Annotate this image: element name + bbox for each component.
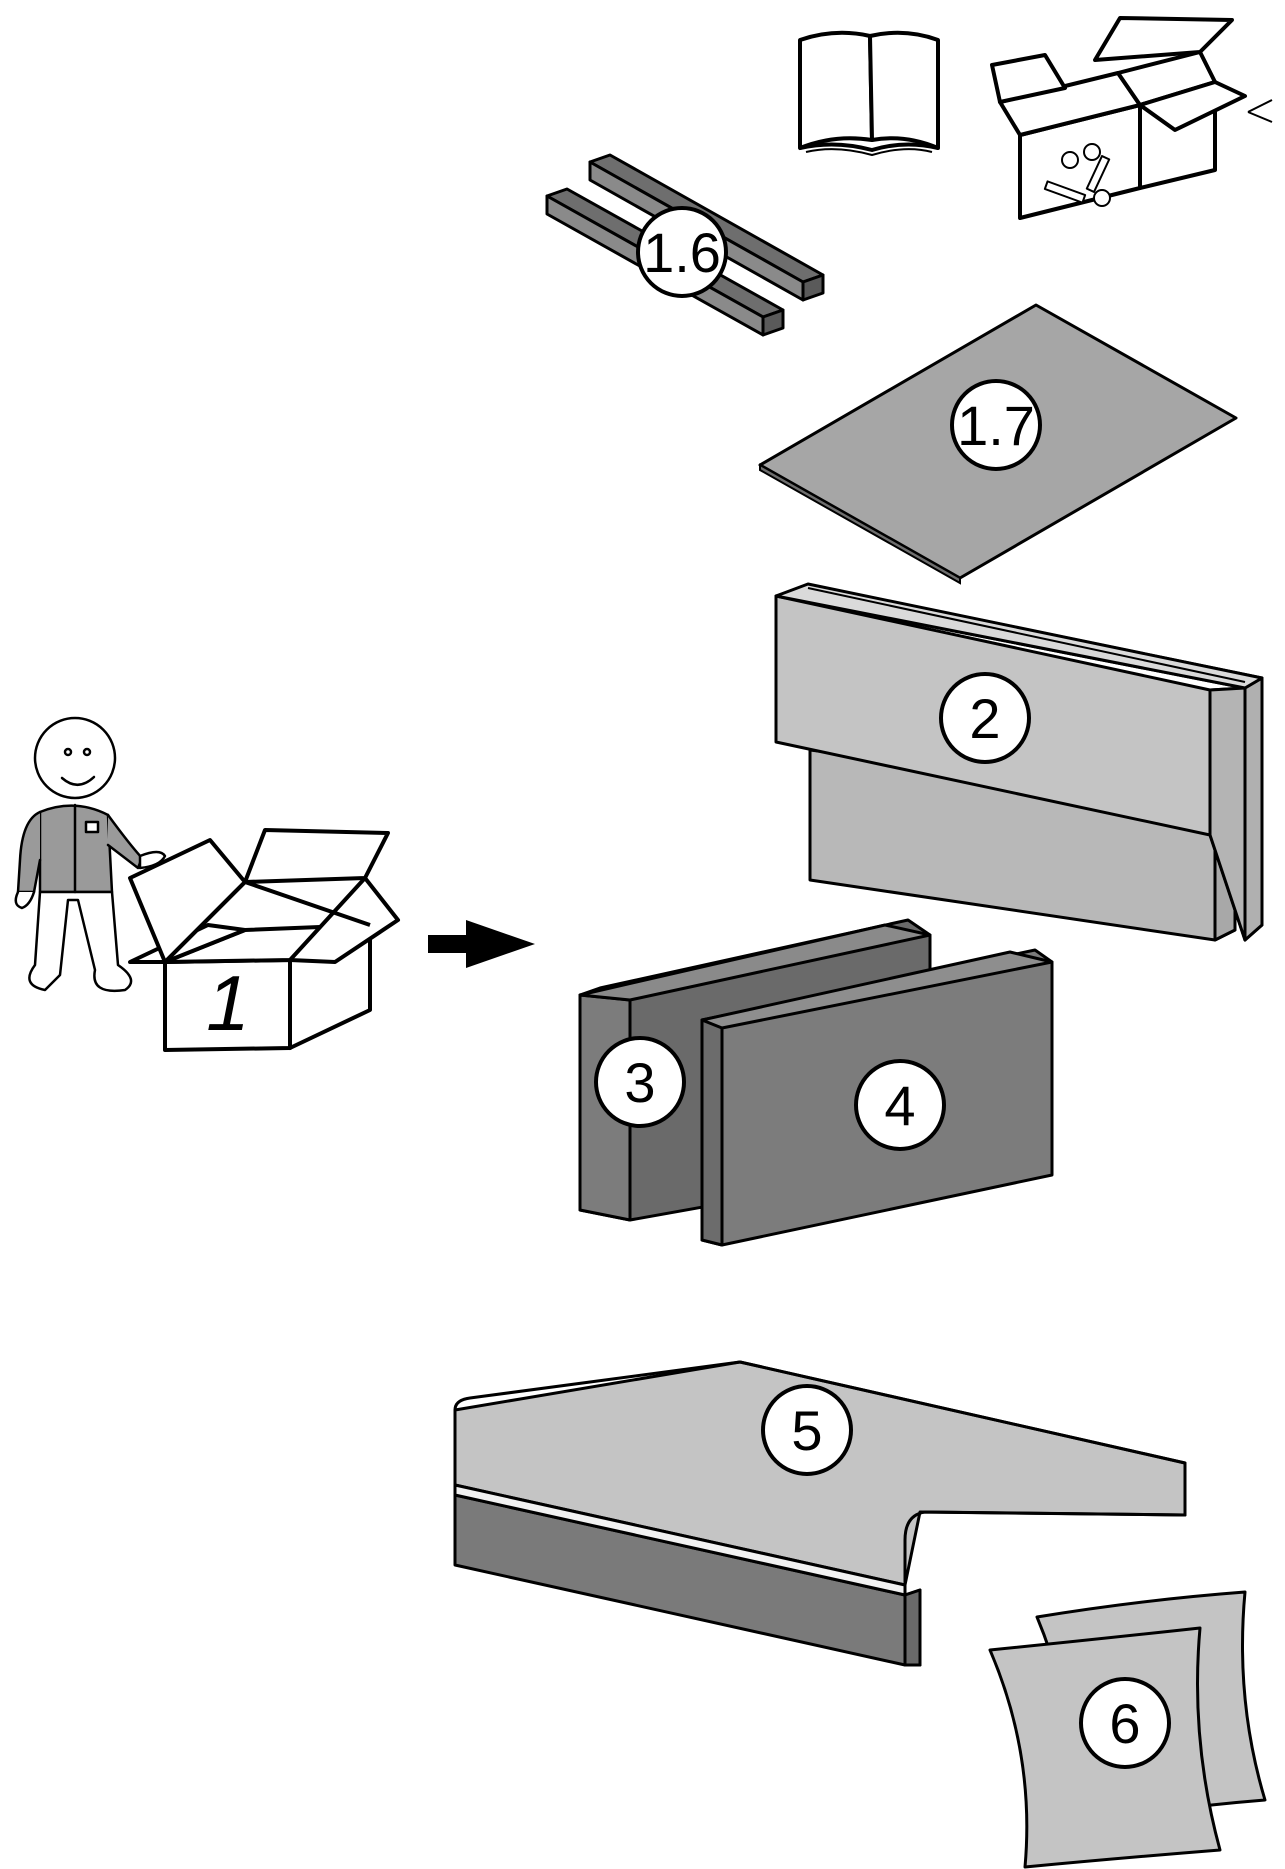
seat-callout: 5 bbox=[761, 1384, 853, 1476]
backrest-callout: 2 bbox=[939, 672, 1031, 764]
armrest-right-label: 4 bbox=[884, 1074, 915, 1137]
armrest-left-callout: 3 bbox=[594, 1036, 686, 1128]
box-part bbox=[128, 828, 400, 1052]
backrest-label: 2 bbox=[969, 687, 1000, 750]
armrest-left-label: 3 bbox=[624, 1051, 655, 1114]
armrest-right-callout: 4 bbox=[854, 1059, 946, 1151]
backrest-part bbox=[774, 582, 1264, 942]
panel-label: 1.7 bbox=[957, 394, 1035, 457]
pillows-callout: 6 bbox=[1079, 1677, 1171, 1769]
arrow-right-icon bbox=[428, 920, 535, 968]
person-icon bbox=[14, 716, 167, 993]
hardware-box-icon bbox=[990, 16, 1273, 220]
rails-label: 1.6 bbox=[643, 221, 721, 284]
pillows-label: 6 bbox=[1109, 1692, 1140, 1755]
manual-book-icon bbox=[798, 30, 940, 156]
seat-label: 5 bbox=[791, 1399, 822, 1462]
box-label: 1 bbox=[206, 959, 249, 1047]
panel-part: 1.7 bbox=[758, 303, 1238, 585]
rails-callout: 1.6 bbox=[636, 206, 728, 298]
